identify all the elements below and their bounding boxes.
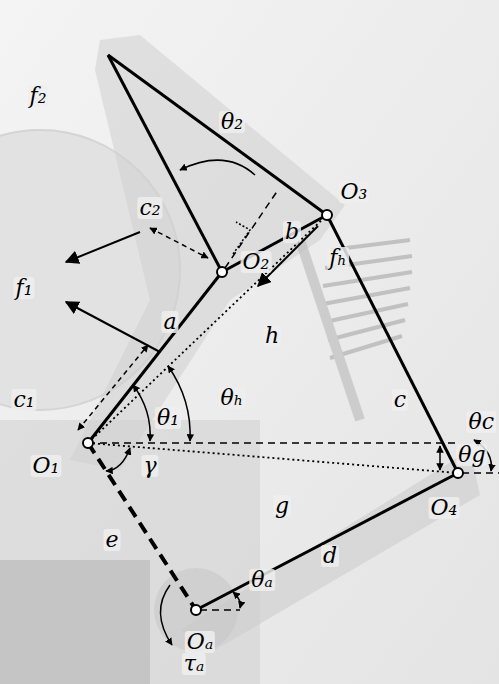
length-label: c — [392, 389, 408, 411]
length-label: e — [103, 529, 120, 551]
angle-label: θc — [466, 411, 496, 433]
length-label: d — [321, 545, 339, 567]
joint-label: Oₐ — [185, 631, 215, 653]
angle-label: γ — [141, 455, 158, 477]
length-label: b — [283, 221, 301, 243]
joint-label: O₂ — [241, 251, 272, 273]
length-label: h — [263, 325, 281, 347]
joint-label: O₃ — [339, 181, 370, 203]
length-label: c₂ — [137, 197, 162, 219]
spring — [300, 240, 412, 420]
length-label: g — [273, 495, 291, 517]
angle-label: θ₂ — [219, 111, 245, 133]
servo-body — [0, 560, 150, 684]
angle-label: θg — [456, 444, 487, 466]
joint-circles — [83, 210, 463, 615]
joint-label: O₁ — [31, 455, 62, 477]
linkage-bars — [88, 55, 458, 610]
length-label: c₁ — [11, 389, 36, 411]
force-label: f₂ — [28, 85, 49, 107]
angle-label: θₕ — [219, 387, 246, 409]
force-label: fₕ — [327, 247, 349, 269]
length-label: a — [161, 311, 178, 333]
joint-label: O₄ — [429, 497, 460, 519]
torque-label: τₐ — [182, 653, 206, 675]
angle-label: θ₁ — [155, 407, 181, 429]
force-label: f₁ — [14, 277, 35, 299]
angle-label: θₐ — [249, 569, 275, 591]
